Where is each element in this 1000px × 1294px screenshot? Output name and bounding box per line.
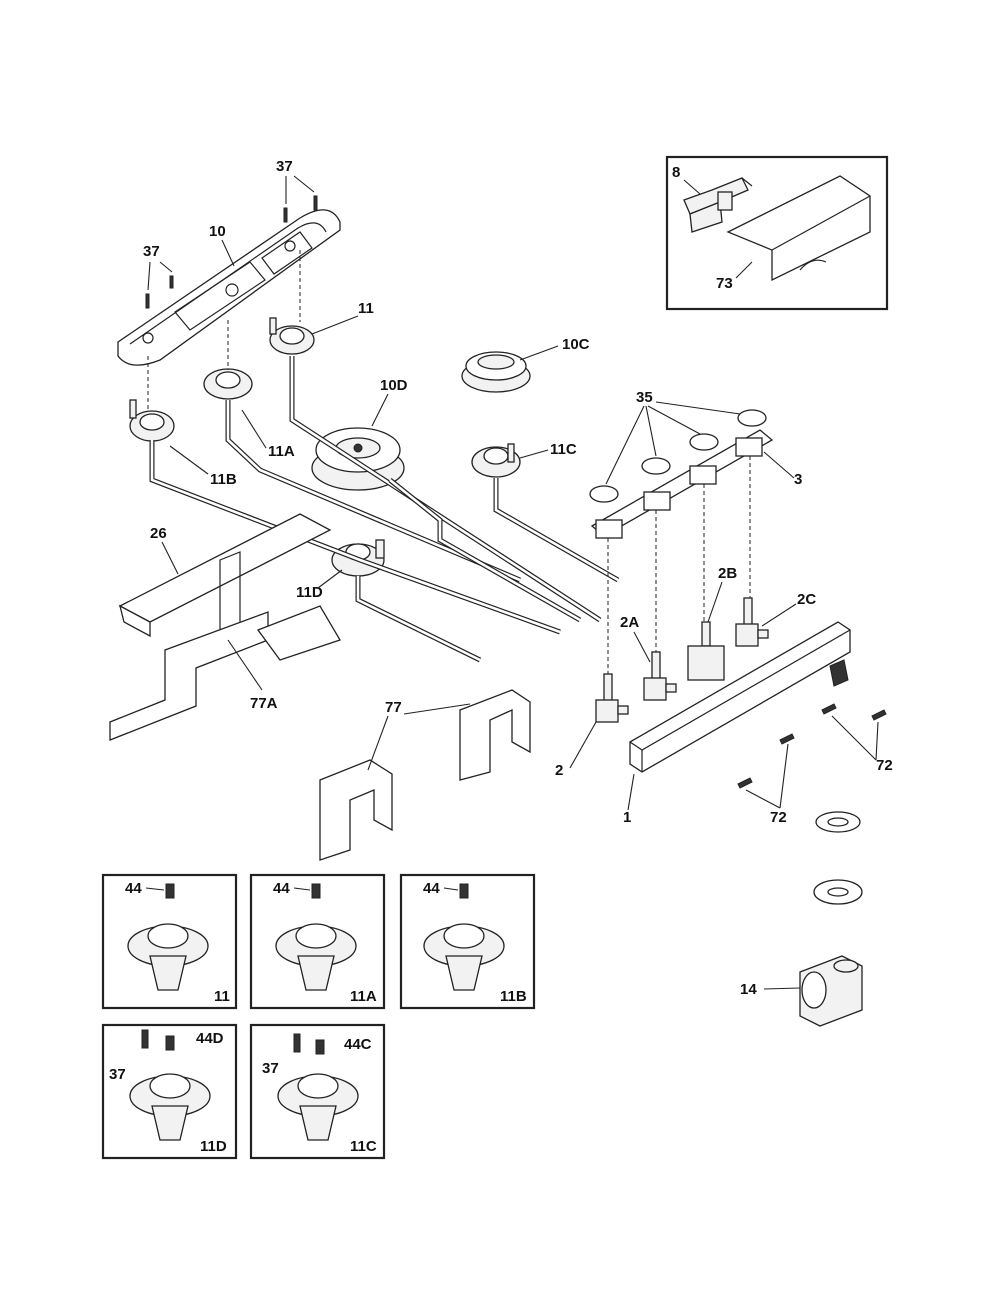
burner-11c bbox=[471, 443, 521, 478]
inset-11c-tag: 11C bbox=[350, 1138, 377, 1155]
part-77-brackets bbox=[319, 689, 531, 861]
callout-37-top: 37 bbox=[276, 158, 293, 175]
inset-11c-screw2-label: 44C bbox=[344, 1036, 372, 1053]
part-73-cover bbox=[726, 175, 871, 282]
burner-11a bbox=[203, 368, 253, 400]
detail-inset-11d: 37 44D 11D bbox=[101, 1023, 238, 1160]
callout-10d: 10D bbox=[380, 377, 408, 394]
callout-37-left: 37 bbox=[143, 243, 160, 260]
callout-10c: 10C bbox=[562, 336, 590, 353]
part-3-gasket-strip bbox=[590, 429, 774, 539]
part-1-manifold bbox=[629, 621, 851, 773]
callout-11c: 11C bbox=[550, 441, 577, 458]
callout-72-bottom: 72 bbox=[770, 809, 787, 826]
gas-tubes bbox=[149, 356, 620, 663]
inset-11b-tag: 11B bbox=[500, 988, 527, 1005]
assembly-lines bbox=[147, 250, 751, 674]
callout-11b: 11B bbox=[210, 471, 237, 488]
callout-2a: 2A bbox=[620, 614, 639, 631]
part-10-tray bbox=[117, 209, 341, 366]
callout-72-right: 72 bbox=[876, 757, 893, 774]
part-35-seals bbox=[589, 409, 767, 503]
callout-3: 3 bbox=[794, 471, 802, 488]
callout-26: 26 bbox=[150, 525, 167, 542]
callout-77: 77 bbox=[385, 699, 402, 716]
callout-73: 73 bbox=[716, 275, 733, 292]
part-8-switch bbox=[683, 177, 753, 233]
inset-11d-tag: 11D bbox=[200, 1138, 227, 1155]
screws-72 bbox=[737, 703, 887, 789]
valve-2c bbox=[735, 597, 769, 647]
valve-2b bbox=[687, 621, 725, 681]
detail-inset-11b: 44 11B bbox=[399, 873, 536, 1010]
callout-2: 2 bbox=[555, 762, 563, 779]
inset-11b-screw-label: 44 bbox=[423, 880, 440, 897]
washers bbox=[813, 811, 863, 905]
inset-11a-screw-label: 44 bbox=[273, 880, 290, 897]
callout-2b: 2B bbox=[718, 565, 737, 582]
callout-11: 11 bbox=[358, 300, 374, 317]
burner-11 bbox=[269, 317, 315, 355]
callout-1: 1 bbox=[623, 809, 631, 826]
callout-77a: 77A bbox=[250, 695, 278, 712]
inset-11d-screw-label: 37 bbox=[109, 1066, 126, 1083]
callout-35: 35 bbox=[636, 389, 653, 406]
valve-2a bbox=[643, 651, 677, 701]
burner-10c bbox=[461, 351, 531, 393]
inset-11-tag: 11 bbox=[214, 988, 230, 1005]
inset-11-screw-label: 44 bbox=[125, 880, 142, 897]
part-77a-shield bbox=[109, 605, 341, 741]
callout-11d: 11D bbox=[296, 584, 323, 601]
callout-11a: 11A bbox=[268, 443, 295, 460]
detail-inset-11: 44 11 bbox=[101, 873, 238, 1010]
part-14-regulator bbox=[799, 955, 863, 1027]
inset-frame bbox=[665, 155, 889, 311]
detail-inset-11c: 37 44C 11C bbox=[249, 1023, 386, 1160]
inset-11d-screw2-label: 44D bbox=[196, 1030, 224, 1047]
burner-11b bbox=[129, 399, 175, 442]
callout-14: 14 bbox=[740, 981, 757, 998]
screws-37 bbox=[145, 195, 318, 309]
detail-inset-11a: 44 11A bbox=[249, 873, 386, 1010]
callout-8: 8 bbox=[672, 164, 680, 181]
inset-box-8-73: 8 73 bbox=[665, 155, 889, 311]
callout-2c: 2C bbox=[797, 591, 816, 608]
valve-2 bbox=[595, 673, 629, 723]
callout-10: 10 bbox=[209, 223, 226, 240]
inset-11c-screw-label: 37 bbox=[262, 1060, 279, 1077]
inset-11a-tag: 11A bbox=[350, 988, 377, 1005]
